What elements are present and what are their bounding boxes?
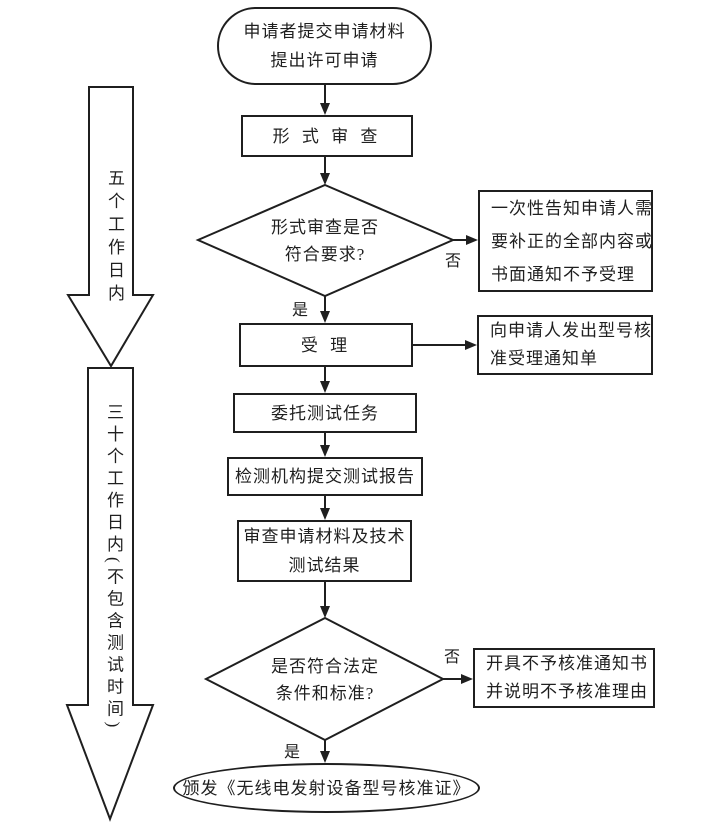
node-accept-label: 受 理 xyxy=(300,335,352,355)
edge-label-no-legal: 否 xyxy=(444,649,461,666)
arrowhead xyxy=(320,606,330,618)
arrowhead xyxy=(320,311,330,323)
node-end: 颁发《无线电发射设备型号核准证》 xyxy=(173,763,480,813)
notice-correct-line1: 一次性告知申请人需 xyxy=(491,198,653,218)
notice-accept-line1: 向申请人发出型号核 xyxy=(490,321,652,340)
arrowhead xyxy=(320,445,330,457)
notice-correct-line2: 要补正的全部内容或 xyxy=(491,231,653,251)
node-submit-report: 检测机构提交测试报告 xyxy=(227,457,423,496)
review-materials-line2: 测试结果 xyxy=(288,556,361,575)
decision-legal-line2: 条件和标准? xyxy=(275,684,375,703)
arrowhead xyxy=(320,508,330,520)
node-entrust-test-label: 委托测试任务 xyxy=(271,403,379,423)
node-notice-accept: 向申请人发出型号核 准受理通知单 xyxy=(477,315,653,375)
node-start-line2: 提出许可申请 xyxy=(270,51,379,70)
arrowhead xyxy=(461,674,473,684)
node-notice-reject: 开具不予核准通知书 并说明不予核准理由 xyxy=(473,648,655,708)
decision-formal-line1: 形式审查是否 xyxy=(271,218,379,237)
node-start: 申请者提交申请材料 提出许可申请 xyxy=(217,7,432,85)
node-start-line1: 申请者提交申请材料 xyxy=(243,22,406,41)
arrowhead xyxy=(320,173,330,185)
node-decision-formal-text: 形式审查是否 符合要求? xyxy=(245,213,405,269)
timeline-arrow-5days-shape xyxy=(66,86,155,368)
decision-legal-line1: 是否符合法定 xyxy=(271,657,379,676)
node-submit-report-label: 检测机构提交测试报告 xyxy=(235,467,415,486)
review-materials-line1: 审查申请材料及技术 xyxy=(243,527,406,546)
node-decision-legal-text: 是否符合法定 条件和标准? xyxy=(245,652,405,708)
timeline-label-30days: 三十个工作日内(不包含测试时间) xyxy=(104,403,123,733)
node-formal-review: 形 式 审 查 xyxy=(241,115,413,157)
arrowhead xyxy=(320,103,330,115)
timeline-label-5days: 五个工作日内 xyxy=(105,169,124,307)
node-end-label: 颁发《无线电发射设备型号核准证》 xyxy=(182,778,471,798)
arrowhead xyxy=(466,235,478,245)
node-notice-correct: 一次性告知申请人需 要补正的全部内容或 书面通知不予受理 xyxy=(478,190,653,292)
notice-reject-line1: 开具不予核准通知书 xyxy=(486,654,648,673)
node-accept: 受 理 xyxy=(239,323,413,367)
arrowhead xyxy=(320,381,330,393)
edge-label-yes-formal: 是 xyxy=(292,302,309,319)
edge-label-yes-legal: 是 xyxy=(284,744,301,761)
edge-label-no-formal: 否 xyxy=(445,253,462,270)
notice-correct-line3: 书面通知不予受理 xyxy=(491,264,635,284)
node-entrust-test: 委托测试任务 xyxy=(233,393,417,433)
arrowhead xyxy=(465,340,477,350)
notice-accept-line2: 准受理通知单 xyxy=(490,349,598,368)
node-formal-review-label: 形 式 审 查 xyxy=(272,126,382,146)
decision-formal-line2: 符合要求? xyxy=(284,245,366,264)
arrowhead xyxy=(320,751,330,763)
timeline-arrow-30days-shape xyxy=(65,367,155,822)
notice-reject-line2: 并说明不予核准理由 xyxy=(486,682,648,701)
node-review-materials: 审查申请材料及技术 测试结果 xyxy=(237,520,412,582)
